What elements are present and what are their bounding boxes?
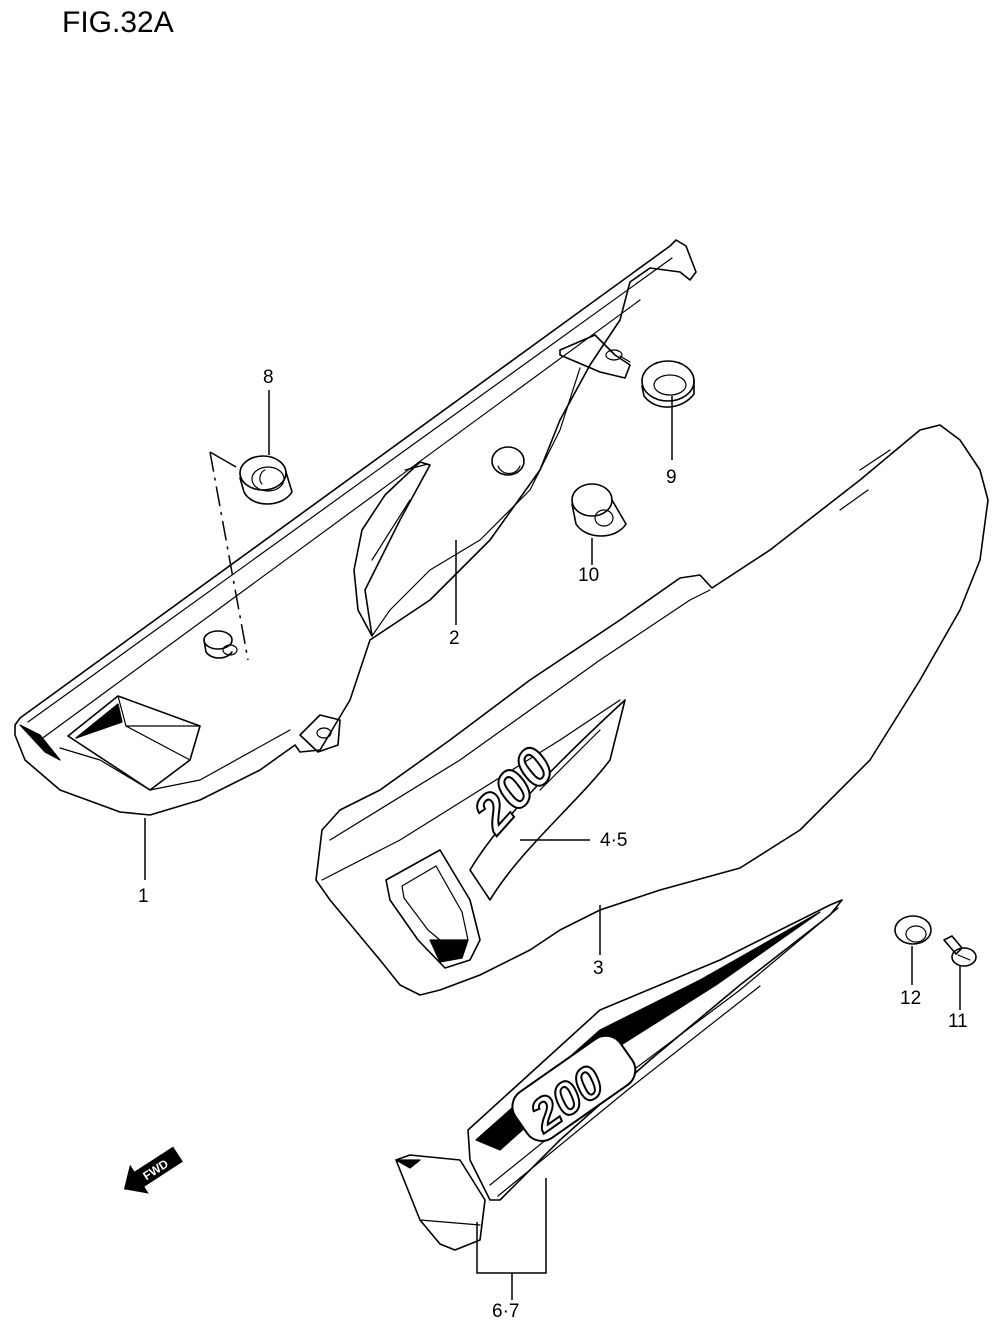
callout-10: 10 xyxy=(578,565,600,586)
callout-11: 11 xyxy=(948,1011,968,1032)
part-3-side-cover xyxy=(315,424,989,996)
part-2-cushion xyxy=(353,461,431,637)
part-10-collar xyxy=(571,483,627,537)
callout-1: 1 xyxy=(138,886,149,907)
callout-6-7: 6·7 xyxy=(492,1301,520,1322)
part-11-screw xyxy=(943,935,977,967)
callout-9: 9 xyxy=(666,467,677,488)
callout-4-5: 4·5 xyxy=(600,830,628,851)
leader-lines xyxy=(144,390,961,1300)
callout-12: 12 xyxy=(900,988,922,1009)
callout-8: 8 xyxy=(263,367,274,388)
part-12-nut xyxy=(894,915,932,945)
figure-title: FIG.32A xyxy=(62,6,174,39)
part-9-grommet xyxy=(641,360,695,408)
callout-3: 3 xyxy=(593,958,604,979)
upper-emblem-text: 200 xyxy=(461,736,567,844)
lower-emblem-frame xyxy=(511,1034,637,1142)
callout-2: 2 xyxy=(449,628,460,649)
part-1-frame-cover xyxy=(14,239,697,816)
part-4-5-emblem: 200 xyxy=(460,735,568,845)
fwd-arrow: FWD xyxy=(123,1146,183,1194)
part-8-grommet xyxy=(239,455,293,505)
